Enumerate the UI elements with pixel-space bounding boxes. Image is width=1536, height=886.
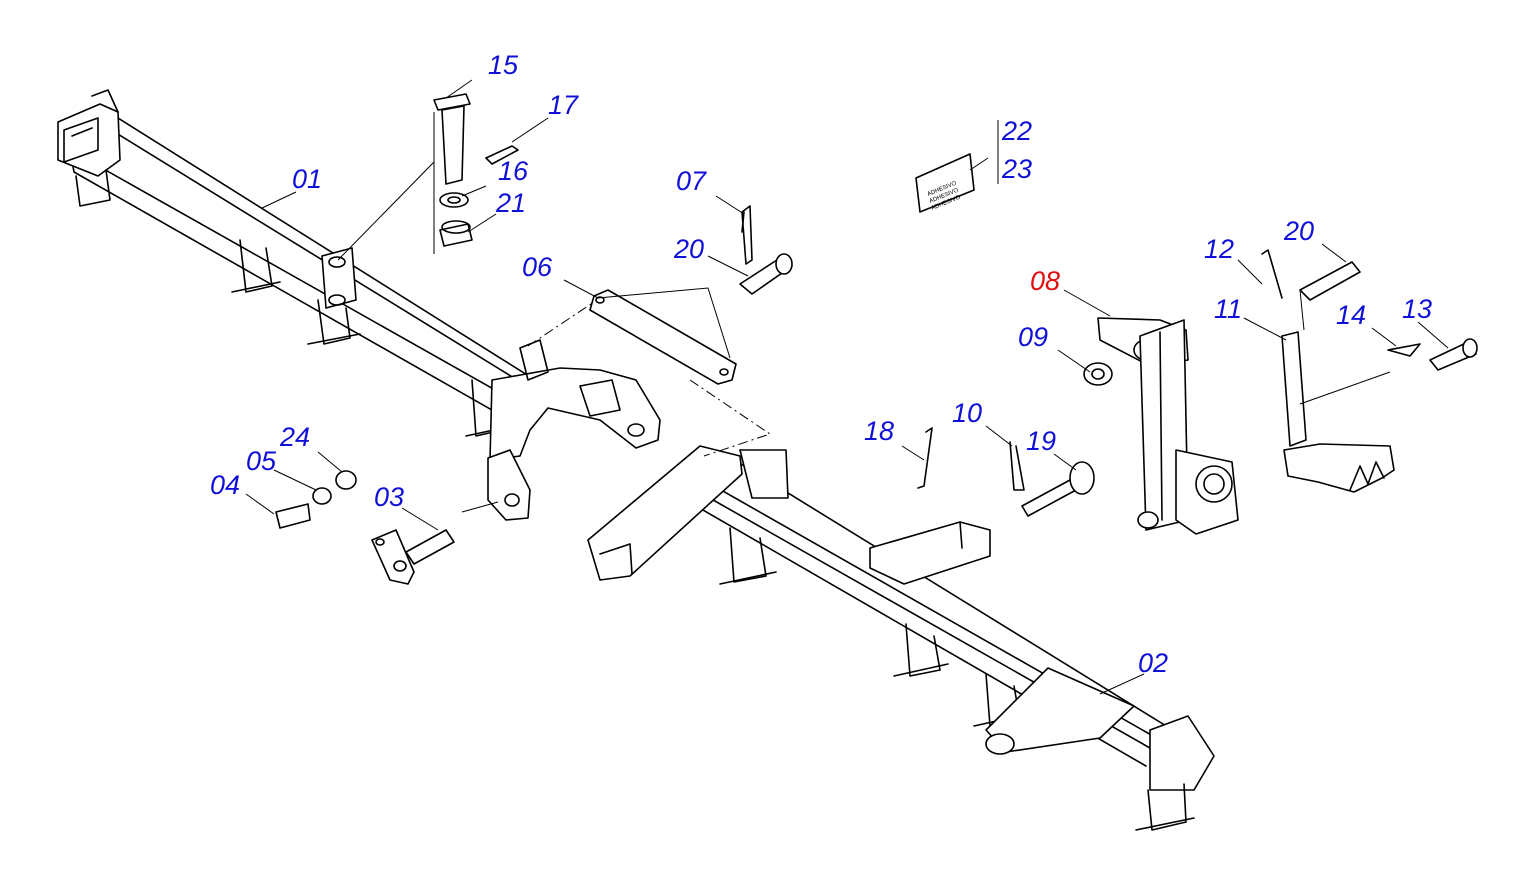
callout-18: 18 xyxy=(864,416,894,446)
callout-01: 01 xyxy=(292,164,322,194)
callout-10: 10 xyxy=(952,398,982,428)
callout-12: 12 xyxy=(1204,234,1234,264)
callout-03: 03 xyxy=(374,482,404,512)
link-plate xyxy=(589,289,737,385)
pin-set-center xyxy=(739,205,793,295)
hinge-bracket xyxy=(487,339,661,521)
callout-15: 15 xyxy=(488,50,519,80)
pin-assembly-upper xyxy=(433,93,519,254)
callout-08: 08 xyxy=(1030,266,1060,296)
pin-assembly-lower-left xyxy=(275,470,455,585)
callout-24: 24 xyxy=(279,422,310,452)
callout-23: 23 xyxy=(1001,154,1032,184)
callout-02: 02 xyxy=(1138,648,1168,678)
callout-14: 14 xyxy=(1336,300,1366,330)
tine-assembly xyxy=(1261,249,1478,493)
leader-lines xyxy=(245,79,1449,695)
arm-assembly xyxy=(1083,317,1239,535)
callout-labels: 01 02 03 04 05 06 07 08 09 10 11 12 13 1… xyxy=(210,50,1432,678)
callout-13: 13 xyxy=(1402,294,1432,324)
callout-16: 16 xyxy=(498,156,529,186)
callout-22: 22 xyxy=(1001,116,1032,146)
callout-21: 21 xyxy=(495,188,526,218)
frame-beam-right xyxy=(587,445,1215,831)
callout-04: 04 xyxy=(210,470,240,500)
callout-17: 17 xyxy=(548,90,579,120)
decal-label: ADHESIVO ADHESIVO ADHESIVO xyxy=(915,120,999,213)
callout-20-center: 20 xyxy=(673,234,704,264)
callout-19: 19 xyxy=(1026,426,1056,456)
frame-beam-left xyxy=(57,89,549,437)
callout-07: 07 xyxy=(676,166,707,196)
callout-11: 11 xyxy=(1214,294,1242,324)
callout-20-right: 20 xyxy=(1283,216,1314,246)
callout-05: 05 xyxy=(246,446,277,476)
callout-06: 06 xyxy=(522,252,553,282)
callout-09: 09 xyxy=(1018,322,1048,352)
assembly-centerlines xyxy=(527,301,772,457)
